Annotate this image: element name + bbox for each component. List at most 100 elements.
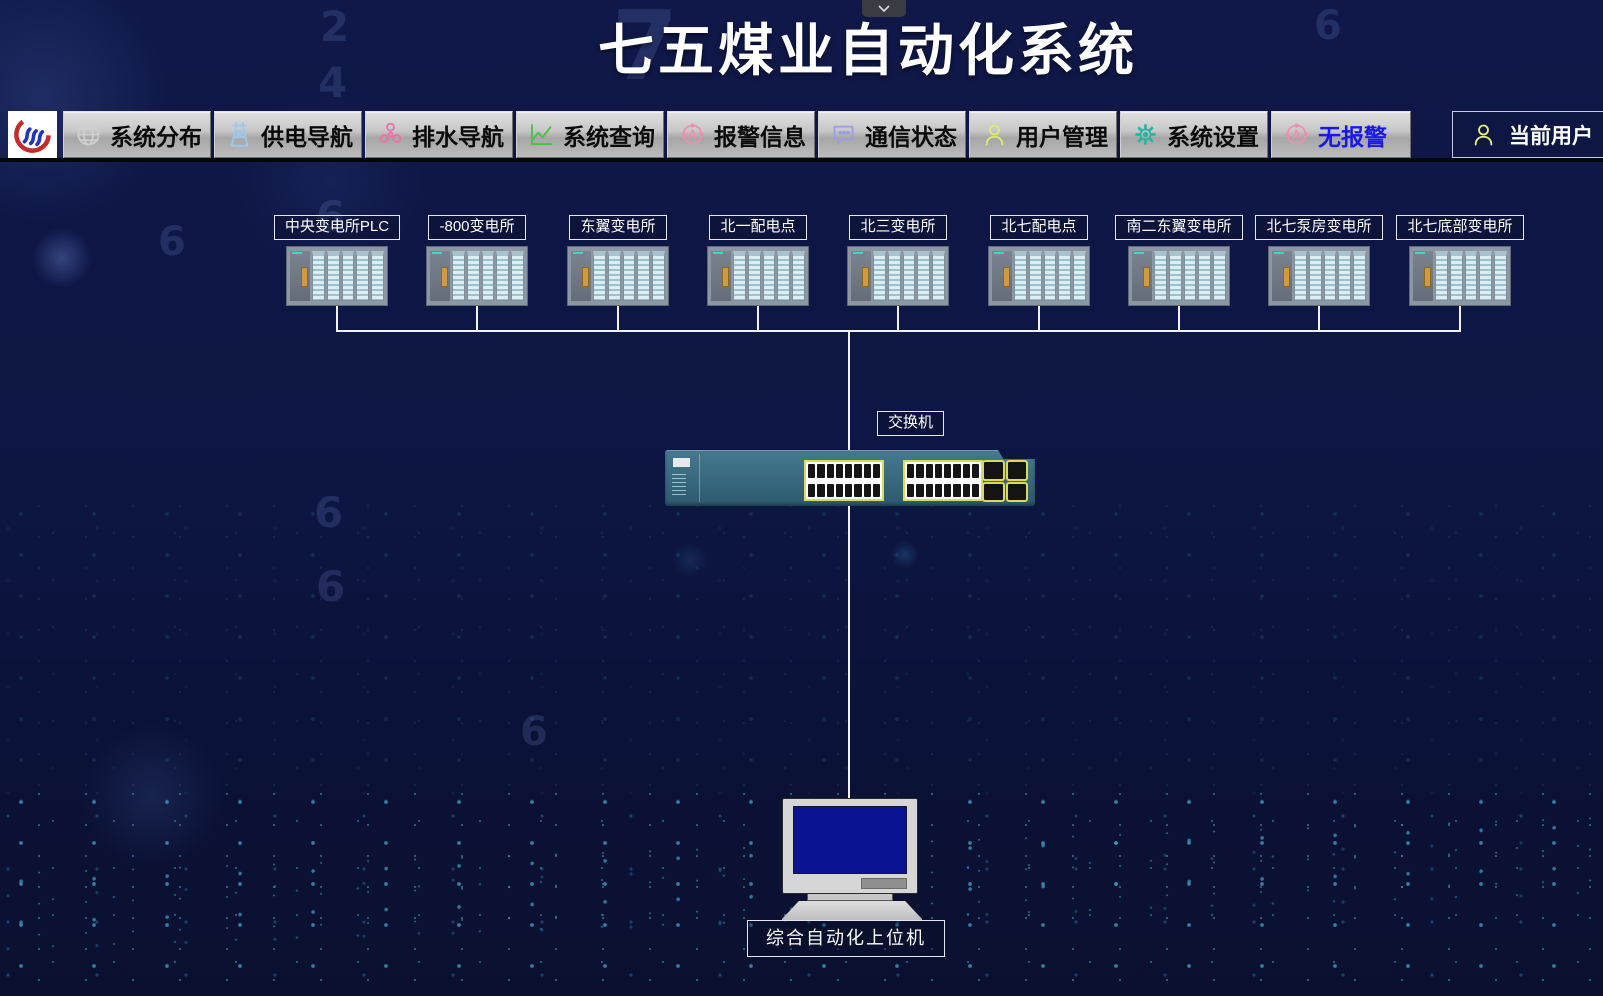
plc-io-module (1494, 250, 1507, 301)
nav-button-label: 系统分布 (110, 123, 202, 150)
nav-button-label: 排水导航 (412, 123, 504, 150)
rj45-port (962, 483, 970, 497)
rj45-port (907, 483, 915, 497)
station-label: 东翼变电所 (569, 215, 667, 240)
rj45-port (953, 483, 961, 497)
station-connector-line (617, 305, 619, 332)
station-label: 南二东翼变电所 (1115, 215, 1243, 240)
switch-model-tag (673, 458, 690, 467)
company-logo (8, 111, 57, 158)
plc-io-module (887, 250, 901, 301)
plc-io-module (1294, 250, 1307, 301)
watermark-digit: 6 (158, 219, 186, 265)
plc-io-module (1308, 250, 1322, 301)
nav-button-no-alarm[interactable]: A 无报警 (1271, 111, 1411, 158)
plc-io-module (607, 250, 621, 301)
plc-io-module (762, 250, 776, 301)
rj45-port (817, 483, 825, 497)
plc-io-module (452, 250, 465, 301)
switch-front-panel (669, 454, 700, 502)
switch-port-group-1 (804, 460, 884, 501)
nav-button-system-query[interactable]: 系统查询 (516, 111, 664, 158)
power-tower-icon (225, 121, 253, 149)
svg-text:A: A (687, 127, 696, 142)
watermark-digit: 6 (316, 562, 346, 611)
station-8[interactable]: 北七泵房变电所 (1244, 215, 1394, 332)
plc-io-module (1073, 250, 1086, 301)
plc-io-module (1168, 250, 1182, 301)
rj45-port (934, 483, 942, 497)
plc-io-module (341, 250, 355, 301)
nav-button-power-nav[interactable]: 供电导航 (214, 111, 362, 158)
plc-io-module (637, 250, 651, 301)
current-user-box[interactable]: 当前用户 (1452, 111, 1603, 158)
chart-icon (527, 121, 555, 149)
alarm-icon: A (678, 121, 706, 149)
rj45-port (944, 464, 952, 478)
gear-icon (1131, 121, 1159, 149)
station-6[interactable]: 北七配电点 (964, 215, 1114, 332)
plc-device (286, 245, 388, 306)
plc-device (1268, 245, 1370, 306)
rj45-port (854, 464, 862, 478)
plc-io-module (932, 250, 945, 301)
plc-device (707, 245, 809, 306)
nav-button-system-map[interactable]: 系统分布 (63, 111, 211, 158)
plc-cpu-module (290, 250, 310, 301)
plc-io-module (1435, 250, 1448, 301)
station-7[interactable]: 南二东翼变电所 (1104, 215, 1254, 332)
svg-text:A: A (1291, 127, 1300, 142)
nav-button-system-settings[interactable]: 系统设置 (1120, 111, 1268, 158)
network-bus-line (337, 330, 1461, 332)
collapse-panel-button[interactable] (862, 0, 906, 17)
plc-io-module (1043, 250, 1057, 301)
rj45-port (845, 483, 853, 497)
plc-device (1128, 245, 1230, 306)
station-label: -800变电所 (428, 215, 526, 240)
nav-button-label: 系统查询 (563, 123, 655, 150)
rj45-port (817, 464, 825, 478)
plc-io-module (593, 250, 606, 301)
station-2[interactable]: -800变电所 (402, 215, 552, 332)
bus-to-switch-line (848, 332, 850, 450)
station-label: 中央变电所PLC (273, 215, 401, 240)
rj45-port (953, 464, 961, 478)
navbar: 系统分布 供电导航 排水导航 系统查询 A 报警信息 通信状态 用户管理 系统设… (63, 111, 1411, 158)
plc-io-module (326, 250, 340, 301)
nav-button-comm-status[interactable]: 通信状态 (818, 111, 966, 158)
rj45-port (854, 483, 862, 497)
plc-cpu-module (711, 250, 731, 301)
station-connector-line (1459, 305, 1461, 332)
station-4[interactable]: 北一配电点 (683, 215, 833, 332)
plc-device (1409, 245, 1511, 306)
rj45-port (971, 483, 979, 497)
station-9[interactable]: 北七底部变电所 (1385, 215, 1535, 332)
nav-button-label: 系统设置 (1167, 123, 1259, 150)
plc-io-module (371, 250, 384, 301)
station-3[interactable]: 东翼变电所 (543, 215, 693, 332)
plc-io-module (1323, 250, 1337, 301)
plc-io-module (622, 250, 636, 301)
uplink-port (982, 460, 1005, 481)
monitor-neck (807, 893, 893, 901)
switch-uplink-ports (982, 460, 1028, 502)
navbar-underline (0, 158, 1603, 162)
watermark-digit: 4 (318, 58, 348, 107)
plc-io-module (481, 250, 495, 301)
rj45-port (971, 464, 979, 478)
nav-button-drainage-nav[interactable]: 排水导航 (365, 111, 513, 158)
plc-io-module (1154, 250, 1167, 301)
nav-button-user-mgmt[interactable]: 用户管理 (969, 111, 1117, 158)
plc-io-module (1353, 250, 1366, 301)
station-1[interactable]: 中央变电所PLC (262, 215, 412, 332)
watermark-digit: 6 (520, 709, 548, 755)
station-5[interactable]: 北三变电所 (823, 215, 973, 332)
chevron-down-icon (877, 1, 891, 16)
person-icon (980, 121, 1008, 149)
plc-io-module (1028, 250, 1042, 301)
nav-button-alarm-info[interactable]: A 报警信息 (667, 111, 815, 158)
watermark-digit: 6 (1314, 3, 1342, 49)
rj45-port (944, 483, 952, 497)
station-label: 北七配电点 (990, 215, 1088, 240)
rj45-port (808, 483, 816, 497)
